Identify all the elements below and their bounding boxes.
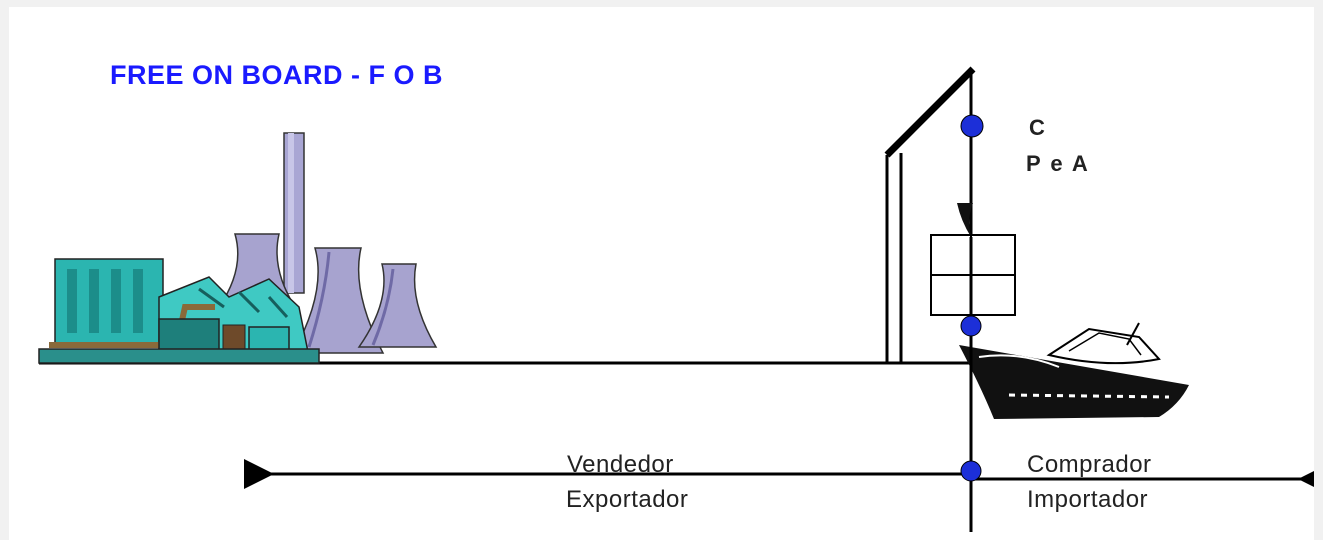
slide-canvas: FREE ON BOARD - F O B C P e A Vendedor E… bbox=[9, 7, 1314, 540]
diagram-title: FREE ON BOARD - F O B bbox=[110, 60, 443, 90]
factory-icon bbox=[38, 132, 438, 364]
marker-hook-point bbox=[960, 114, 984, 138]
marker-transfer-point bbox=[960, 460, 982, 482]
seller-label: Vendedor bbox=[567, 451, 674, 478]
crane-icon bbox=[884, 66, 976, 363]
importer-label: Importador bbox=[1027, 486, 1149, 513]
exporter-label: Exportador bbox=[566, 486, 689, 513]
marker-ship-rail bbox=[960, 315, 982, 337]
transfer-point-label-pea: P e A bbox=[1026, 151, 1090, 176]
ship-icon bbox=[959, 322, 1189, 419]
transfer-point-label-c: C bbox=[1029, 115, 1047, 140]
diagram-graphics bbox=[38, 66, 1314, 532]
buyer-label: Comprador bbox=[1027, 451, 1152, 478]
cargo-box-icon bbox=[930, 234, 1016, 316]
